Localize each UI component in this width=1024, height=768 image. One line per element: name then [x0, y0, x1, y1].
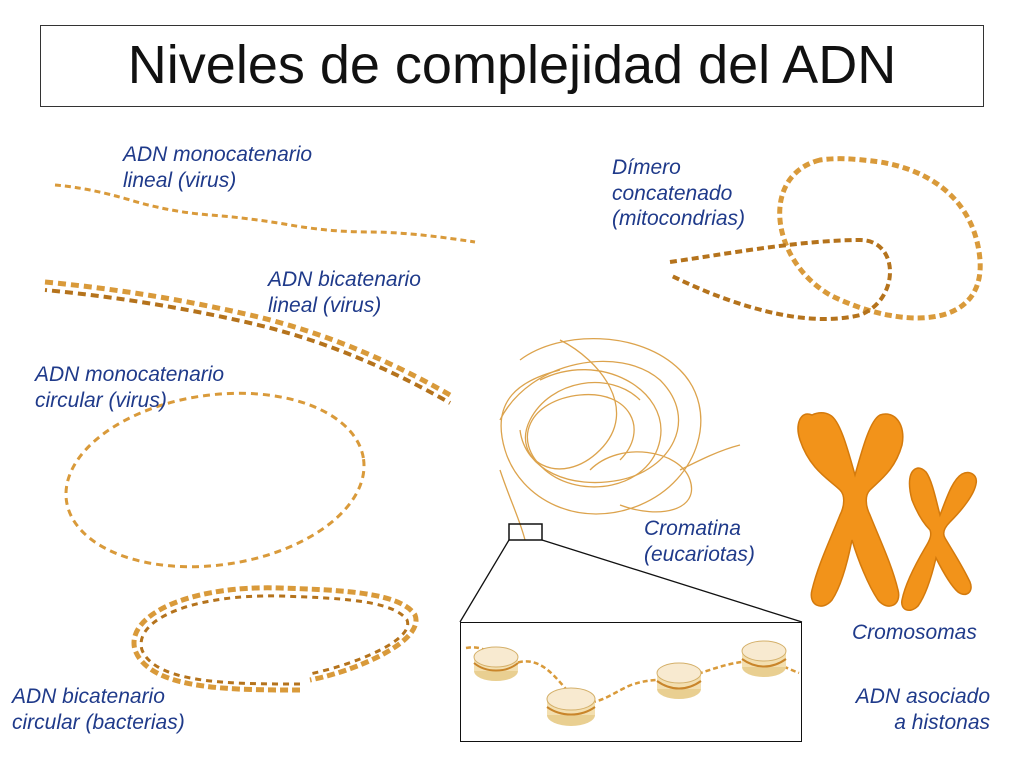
- zoom-line-right: [541, 539, 803, 623]
- label-chromosomes: Cromosomas: [852, 621, 977, 644]
- zoom-line-left: [459, 539, 510, 623]
- histone-linker-dna: [465, 646, 800, 704]
- chromatin-zoom-box: [508, 523, 543, 541]
- chromosome-large: [797, 412, 904, 607]
- title-box: Niveles de complejidad del ADN: [40, 25, 984, 107]
- histone-3: [656, 662, 702, 699]
- histone-4: [741, 640, 787, 677]
- label-chromatin: Cromatina(eucariotas): [644, 517, 755, 566]
- ss-linear-dna-strand: [54, 183, 476, 244]
- histone-inset: [460, 622, 802, 742]
- chromatin-tangle: [499, 338, 741, 541]
- histone-inset-drawing: [465, 640, 800, 726]
- slide-title: Niveles de complejidad del ADN: [127, 35, 897, 95]
- ds-linear-dna-helix: [44, 279, 452, 405]
- concatenated-dimer-dna: [669, 156, 983, 321]
- histone-2: [546, 687, 596, 726]
- chromosome-small: [901, 467, 978, 611]
- histone-1: [473, 646, 519, 681]
- ss-circular-dna-loop: [64, 391, 366, 569]
- ds-circular-dna-loop: [131, 585, 419, 693]
